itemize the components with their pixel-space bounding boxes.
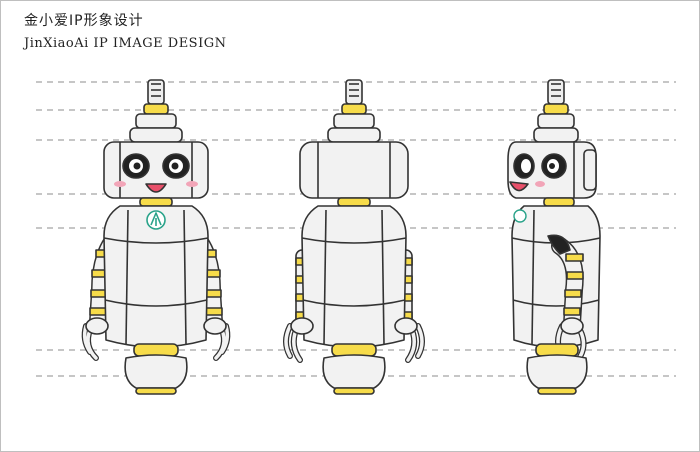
robot-side-view	[507, 79, 601, 395]
title-chinese: 金小爱IP形象设计	[24, 13, 144, 29]
robot-back-view	[283, 79, 425, 395]
robot-front-view	[81, 79, 231, 395]
title-english: JinXiaoAi IP IMAGE DESIGN	[24, 36, 227, 51]
